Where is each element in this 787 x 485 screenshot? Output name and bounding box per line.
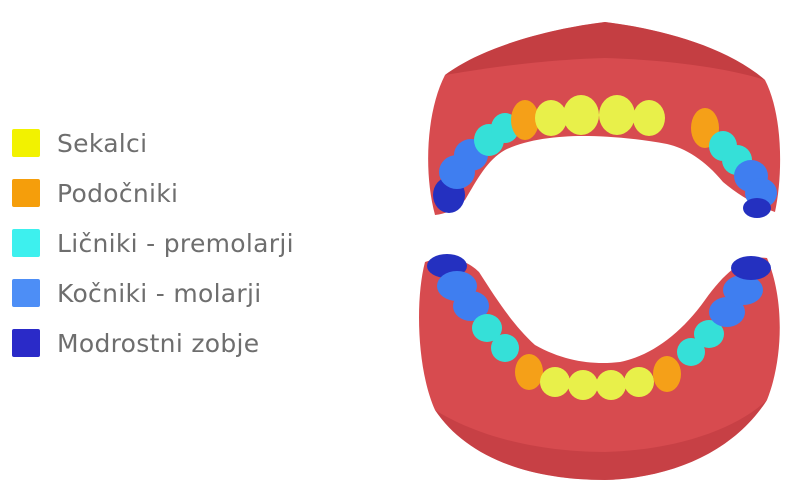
lower-left-canine bbox=[515, 354, 543, 390]
dental-arches-illustration bbox=[405, 0, 787, 485]
legend-swatch bbox=[12, 229, 40, 257]
legend-swatch bbox=[12, 329, 40, 357]
legend-swatch bbox=[12, 179, 40, 207]
lower-right-canine bbox=[653, 356, 681, 392]
upper-left-canine bbox=[511, 100, 539, 140]
legend-swatch bbox=[12, 279, 40, 307]
legend-swatch bbox=[12, 129, 40, 157]
legend-label: Kočniki - molarji bbox=[57, 279, 262, 308]
legend: Sekalci Podočniki Ličniki - premolarji K… bbox=[12, 118, 294, 368]
legend-item-canines: Podočniki bbox=[12, 168, 294, 218]
legend-label: Podočniki bbox=[57, 179, 178, 208]
legend-item-incisors: Sekalci bbox=[12, 118, 294, 168]
upper-jaw bbox=[428, 22, 780, 218]
legend-item-wisdom-teeth: Modrostni zobje bbox=[12, 318, 294, 368]
legend-label: Ličniki - premolarji bbox=[57, 229, 294, 258]
legend-item-premolars: Ličniki - premolarji bbox=[12, 218, 294, 268]
legend-label: Modrostni zobje bbox=[57, 329, 259, 358]
legend-item-molars: Kočniki - molarji bbox=[12, 268, 294, 318]
lower-jaw bbox=[419, 254, 780, 480]
legend-label: Sekalci bbox=[57, 129, 147, 158]
